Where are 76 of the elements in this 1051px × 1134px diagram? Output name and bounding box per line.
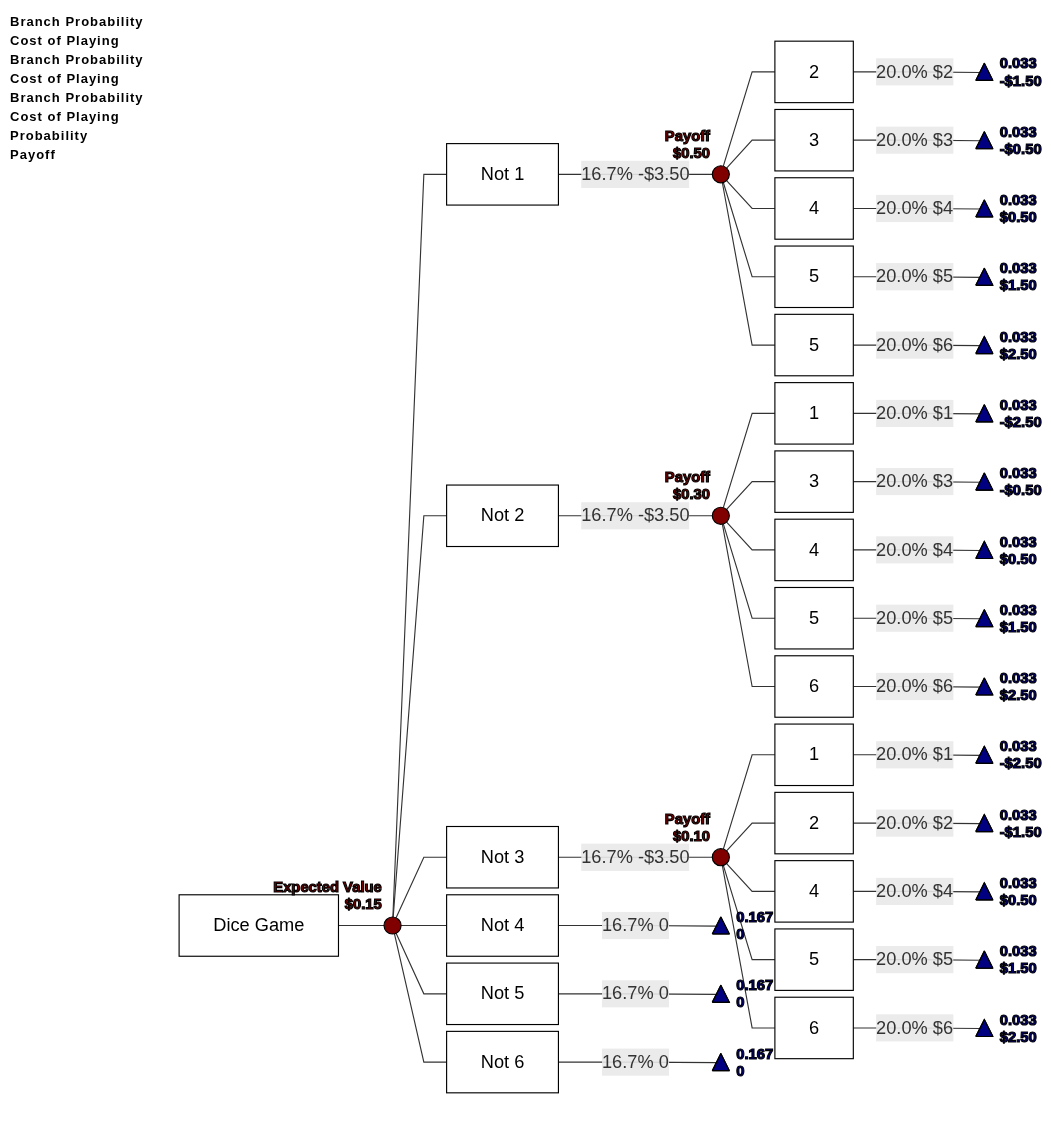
node-box: Not 6 [446, 1030, 559, 1094]
row-label: Cost of Playing [10, 33, 121, 48]
outcome-value: 0.033 -$1.50 [999, 806, 1042, 840]
row-label: Branch Probability [10, 90, 145, 105]
row-label: Payoff [10, 147, 57, 162]
node-box: Not 1 [446, 143, 559, 206]
edge-label: 16.7% -$3.50 [581, 846, 690, 867]
edge-label: 20.0% $4 [876, 881, 954, 901]
outcome-value: 0.167 0 [736, 909, 774, 943]
edge-label: 20.0% $1 [876, 744, 954, 764]
row-label: Branch Probability [10, 52, 145, 67]
node-box: 6 [774, 996, 854, 1060]
edge-label: 20.0% $3 [876, 471, 954, 491]
node-value: Payoff $0.10 [664, 810, 710, 844]
node-box: 4 [774, 177, 854, 240]
edge-label: 20.0% $4 [876, 198, 954, 218]
edge-label: 20.0% $2 [876, 812, 954, 833]
outcome-value: 0.033 $0.50 [999, 533, 1037, 567]
outcome-value: 0.033 -$2.50 [999, 396, 1042, 430]
row-label: Cost of Playing [10, 109, 121, 124]
edge-label: 20.0% $6 [876, 676, 954, 696]
row-label: Probability [10, 128, 90, 143]
node-box: Not 2 [446, 484, 559, 548]
edge-label: 20.0% $3 [876, 129, 954, 150]
row-label: Branch Probability [10, 14, 145, 29]
outcome-value: 0.033 -$0.50 [999, 465, 1042, 499]
edge-label: 20.0% $5 [876, 949, 954, 969]
node-circle [711, 165, 730, 184]
node-box: 5 [774, 245, 854, 309]
node-box: 3 [774, 108, 854, 172]
outcome-value: 0.033 $1.50 [999, 601, 1037, 635]
node-box: 1 [774, 723, 854, 787]
edge-label: 16.7% 0 [601, 983, 669, 1003]
edge-label: 20.0% $5 [876, 266, 954, 286]
outcome-value: 0.033 -$1.50 [999, 55, 1042, 89]
node-box: 5 [774, 313, 854, 377]
node-value: Payoff $0.50 [664, 127, 710, 161]
node-box: 3 [774, 450, 854, 513]
node-box: 5 [774, 928, 854, 991]
outcome-value: 0.033 -$0.50 [999, 123, 1042, 157]
outcome-value: 0.167 0 [736, 1045, 774, 1079]
edge-label: 16.7% -$3.50 [581, 164, 690, 184]
node-box: Dice Game [178, 894, 340, 957]
edge-label: 20.0% $2 [876, 61, 954, 82]
node-box: 4 [774, 860, 854, 923]
outcome-value: 0.033 $2.50 [999, 670, 1037, 704]
edge-label: 20.0% $6 [876, 334, 954, 355]
outcome-value: 0.167 0 [736, 977, 774, 1011]
node-circle [383, 916, 402, 935]
outcome-value: 0.033 $0.50 [999, 874, 1037, 909]
outcome-value: 0.033 $1.50 [999, 943, 1037, 977]
row-label: Cost of Playing [10, 71, 121, 86]
edge-label: 20.0% $1 [876, 403, 954, 423]
edge-label: 20.0% $5 [876, 607, 954, 628]
node-box: Not 3 [446, 825, 559, 889]
node-box: 5 [774, 586, 854, 650]
node-box: 2 [774, 40, 854, 104]
outcome-value: 0.033 -$2.50 [999, 738, 1042, 772]
outcome-value: 0.033 $1.50 [999, 260, 1037, 294]
node-circle [711, 848, 730, 867]
node-box: Not 5 [446, 962, 559, 1026]
edge-label: 20.0% $6 [876, 1017, 954, 1038]
node-value: Payoff $0.30 [664, 469, 710, 503]
edge-label: 16.7% 0 [601, 1051, 669, 1072]
outcome-value: 0.033 $2.50 [999, 328, 1037, 362]
outcome-value: 0.033 $2.50 [999, 1011, 1037, 1045]
edge-label: 20.0% $4 [876, 539, 954, 560]
edge-label: 16.7% -$3.50 [581, 505, 690, 525]
outcome-value: 0.033 $0.50 [999, 192, 1037, 226]
edge-label: 16.7% 0 [601, 915, 669, 935]
node-circle [711, 506, 730, 525]
node-box: 2 [774, 791, 854, 855]
node-box: 6 [774, 655, 854, 718]
node-box: 1 [774, 382, 854, 445]
node-box: Not 4 [446, 894, 559, 957]
node-box: 4 [774, 518, 854, 582]
